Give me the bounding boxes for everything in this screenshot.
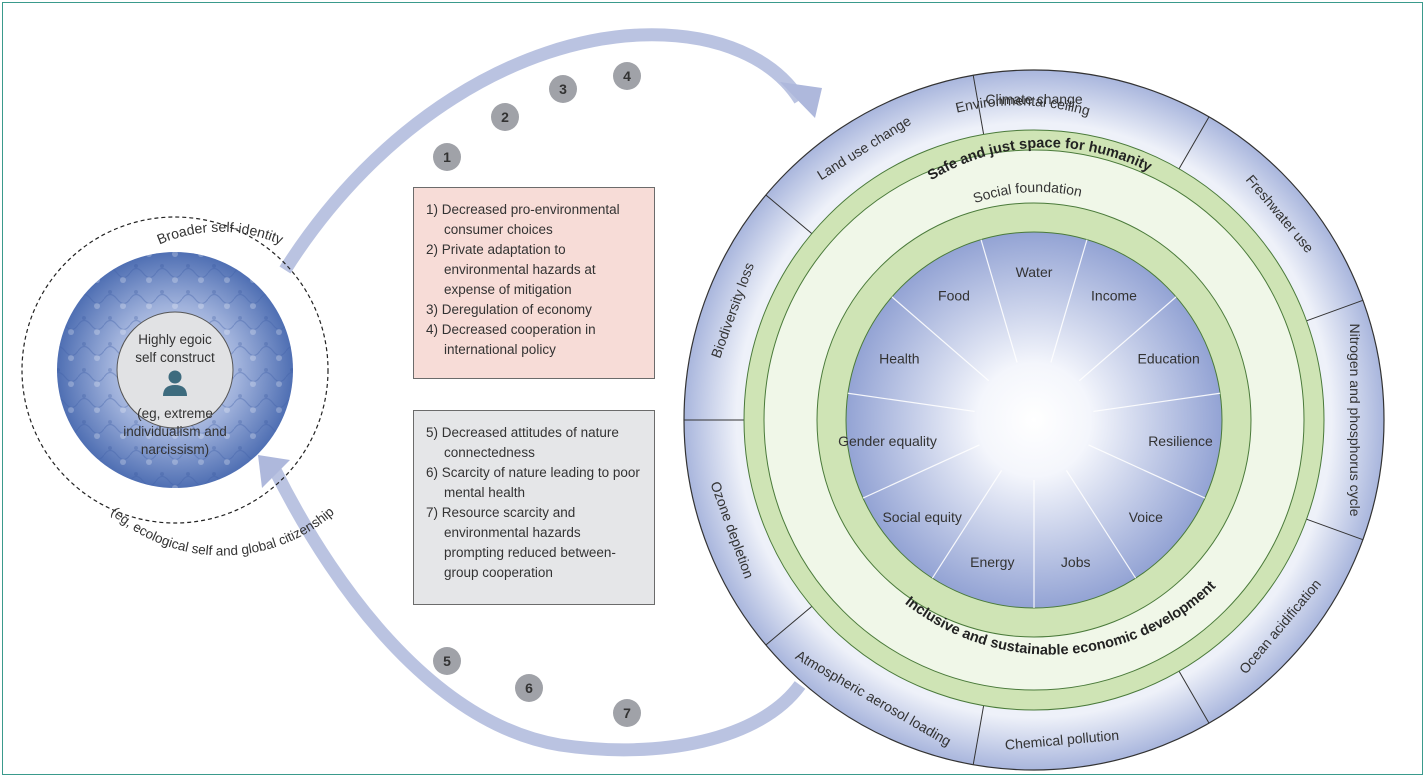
segment-divider (765, 606, 813, 646)
social-foundation-item: Energy (970, 554, 1014, 570)
egoic-core (116, 311, 234, 429)
segment-spoke (980, 239, 1018, 363)
core-title-line1: Highly egoic (138, 332, 212, 347)
list-item: 1) Decreased pro-environmental consumer … (426, 202, 620, 237)
segment-divider (765, 194, 813, 234)
list-item: 7) Resource scarcity and environmental h… (426, 505, 616, 580)
social-foundation-item: Social equity (882, 509, 961, 525)
core-sub-line3: narcissism) (141, 442, 209, 457)
list-item: 6) Scarcity of nature leading to poor me… (426, 465, 640, 500)
segment-divider (1306, 518, 1364, 541)
segment-spoke (891, 296, 990, 382)
social-foundation-item: Resilience (1148, 433, 1213, 449)
step-badge: 1 (433, 143, 461, 171)
segment-divider (972, 75, 985, 135)
step-badge-number: 5 (443, 653, 451, 669)
step-badge-number: 3 (559, 81, 567, 97)
social-foundation-item: Jobs (1061, 554, 1091, 570)
segment-spoke (1050, 239, 1088, 363)
social-foundation-item: Voice (1129, 509, 1163, 525)
person-icon (163, 370, 187, 396)
core-sub-line2: individualism and (123, 424, 227, 439)
step-badge: 5 (433, 647, 461, 675)
planetary-boundary-label: Nitrogen and phosphorus cycle (1347, 323, 1363, 516)
core-title-line2: self construct (135, 350, 215, 365)
core-sub-line1: (eg, extreme (137, 406, 213, 421)
step-badge-number: 7 (623, 705, 631, 721)
step-badge-number: 4 (623, 68, 631, 84)
list-item: 2) Private adaptation to environmental h… (426, 242, 596, 297)
segment-divider (1306, 299, 1364, 322)
social-foundation-item: Income (1091, 287, 1137, 303)
segment-divider (1178, 670, 1210, 724)
social-foundation-item: Food (938, 287, 970, 303)
step-badge: 2 (491, 103, 519, 131)
list-item: 3) Deregulation of economy (426, 302, 592, 317)
social-foundation-item: Education (1137, 351, 1199, 367)
step-badges: 1 2 3 4 5 6 7 (433, 62, 641, 727)
step-badge: 6 (515, 674, 543, 702)
step-badge-number: 6 (525, 680, 533, 696)
social-foundation-item: Water (1016, 264, 1053, 280)
segment-divider (972, 705, 985, 765)
list-item: 5) Decreased attitudes of nature connect… (426, 425, 619, 460)
segment-spoke (847, 392, 975, 413)
broader-self-ring (21, 216, 329, 524)
segment-divider (1178, 116, 1210, 170)
social-foundation-item: Gender equality (838, 433, 937, 449)
step-badge-number: 1 (443, 149, 451, 165)
consequences-box-nature: 5) Decreased attitudes of nature connect… (413, 410, 655, 605)
broader-self-label: Broader self-identity (154, 219, 285, 248)
segment-spoke (931, 470, 1003, 579)
arrow-head-top (780, 82, 822, 118)
segment-spoke (1093, 392, 1221, 413)
planetary-boundary-label: Climate change (985, 91, 1082, 107)
step-badge-number: 2 (501, 109, 509, 125)
step-badge: 3 (549, 75, 577, 103)
segment-spoke (1078, 296, 1177, 382)
flow-arrows (258, 28, 822, 757)
step-badge: 7 (613, 699, 641, 727)
list-item: 4) Decreased cooperation in internationa… (426, 322, 596, 357)
segment-spoke (1065, 470, 1137, 579)
social-foundation-item: Health (879, 351, 919, 367)
consequences-box-economic: 1) Decreased pro-environmental consumer … (413, 187, 655, 379)
arrow-head-bottom (258, 455, 290, 488)
segment-spoke (862, 444, 980, 499)
step-badge: 4 (613, 62, 641, 90)
segment-spoke (1088, 444, 1206, 499)
